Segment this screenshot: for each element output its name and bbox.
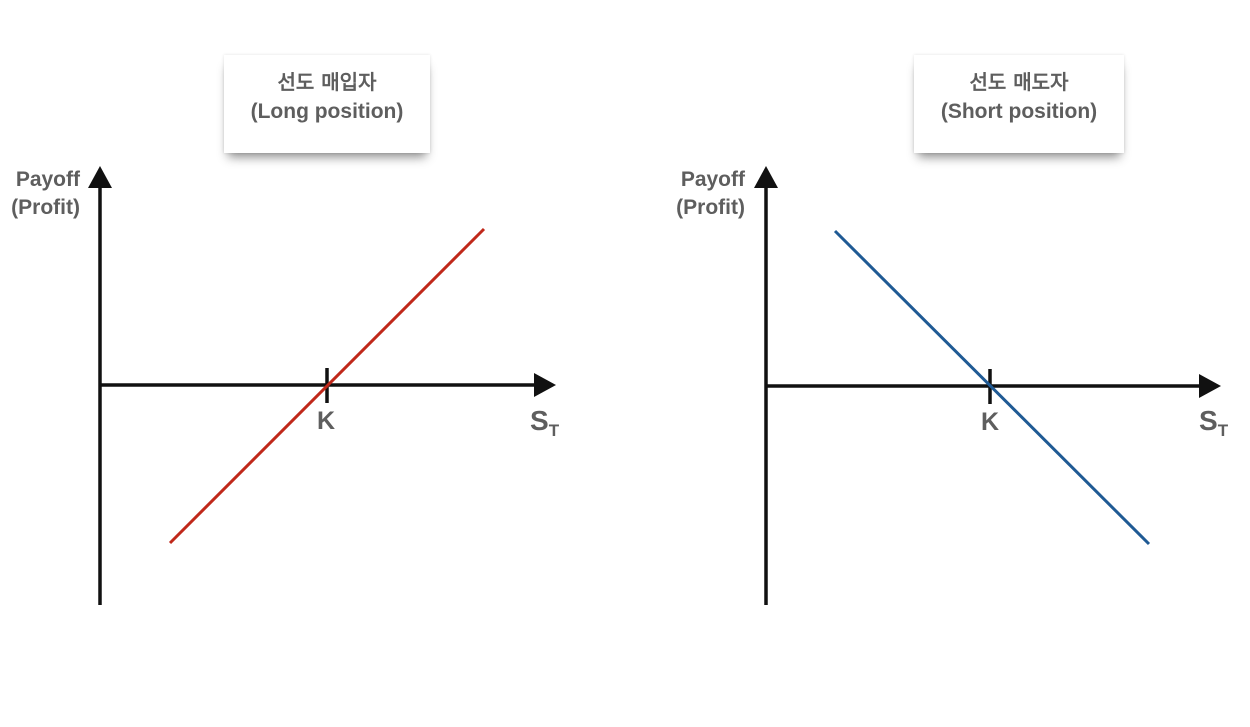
short-position-panel: 선도 매도자 (Short position) Payoff (Profit) … [625, 0, 1250, 727]
long-strike-label: K [317, 407, 336, 435]
long-payoff-line [168, 227, 486, 545]
long-x-axis-label: ST [530, 405, 560, 440]
long-y-axis-arrow-icon [88, 166, 112, 188]
long-position-title-card: 선도 매입자 (Long position) [224, 55, 430, 153]
short-x-axis-label: ST [1199, 405, 1229, 440]
short-payoff-plot [754, 166, 1221, 605]
short-x-axis-arrow-icon [1199, 374, 1221, 398]
short-position-title-card: 선도 매도자 (Short position) [914, 55, 1124, 153]
short-y-axis-arrow-icon [754, 166, 778, 188]
short-title-korean: 선도 매도자 [969, 70, 1069, 94]
long-payoff-plot [88, 166, 556, 605]
long-y-axis-label: Payoff (Profit) [11, 168, 80, 219]
long-title-english: (Long position) [250, 100, 404, 123]
long-title-korean: 선도 매입자 [277, 70, 377, 94]
short-y-axis-label: Payoff (Profit) [676, 168, 745, 219]
long-position-panel: 선도 매입자 (Long position) Payoff (Profit) K… [11, 55, 560, 605]
short-title-english: (Short position) [940, 100, 1098, 123]
long-x-axis-arrow-icon [534, 373, 556, 397]
short-strike-label: K [981, 408, 1000, 436]
short-payoff-line [833, 229, 1151, 546]
